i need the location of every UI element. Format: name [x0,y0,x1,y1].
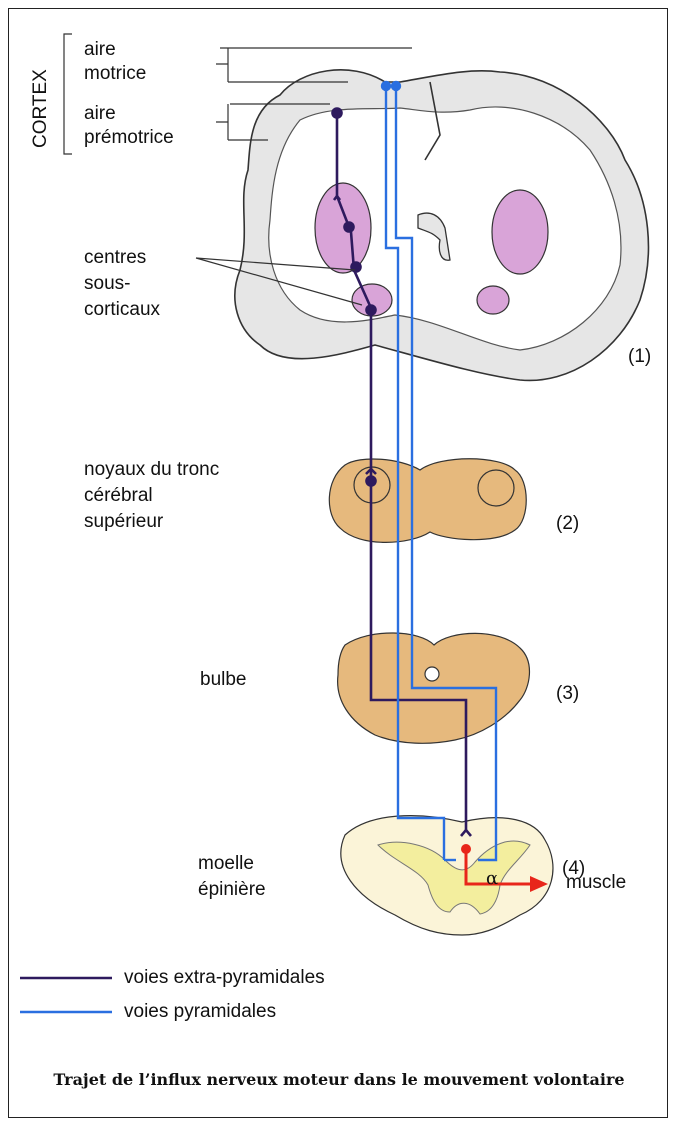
synapse-nucleus-1 [345,223,354,232]
aire-premotrice-line1: aire [84,102,116,126]
moelle-line1: moelle [198,852,254,876]
level-3: (3) [556,683,579,705]
brainstem-nucleus-right [478,470,514,506]
figure-caption: Trajet de l’influx nerveux moteur dans l… [0,1070,678,1089]
spinal-cord [341,816,553,935]
centres-line1: centres [84,246,146,270]
cortex-label: CORTEX [30,69,52,148]
aire-premotrice-line2: prémotrice [84,126,174,150]
muscle-label: muscle [566,871,626,895]
synapse-cortex [333,109,342,118]
noyaux-line2: cérébral [84,484,153,508]
legend-pyramidal-label: voies pyramidales [124,1000,276,1024]
bulbe-label: bulbe [200,668,247,692]
aire-motrice-line1: aire [84,38,116,62]
upper-brainstem [329,459,526,543]
moelle-line2: épinière [198,878,266,902]
brain-section [235,70,649,381]
alpha-label: α [486,868,498,889]
synapse-nucleus-3 [367,306,376,315]
noyaux-line3: supérieur [84,510,163,534]
medulla-canal [425,667,439,681]
cortex-bracket [64,34,72,154]
level-1: (1) [628,346,651,368]
noyaux-line1: noyaux du tronc [84,458,219,482]
subcortical-nucleus-1 [315,183,371,273]
subcortical-nucleus-right-1 [492,190,548,274]
aire-motrice-line2: motrice [84,62,146,86]
subcortical-nucleus-right-2 [477,286,509,314]
pyramidal-soma-2 [392,82,400,90]
centres-line2: sous- [84,272,130,296]
synapse-brainstem [367,477,376,486]
pyramidal-soma-1 [382,82,390,90]
legend-extra-pyramidal-label: voies extra-pyramidales [124,966,325,990]
level-2: (2) [556,513,579,535]
centres-line3: corticaux [84,298,160,322]
